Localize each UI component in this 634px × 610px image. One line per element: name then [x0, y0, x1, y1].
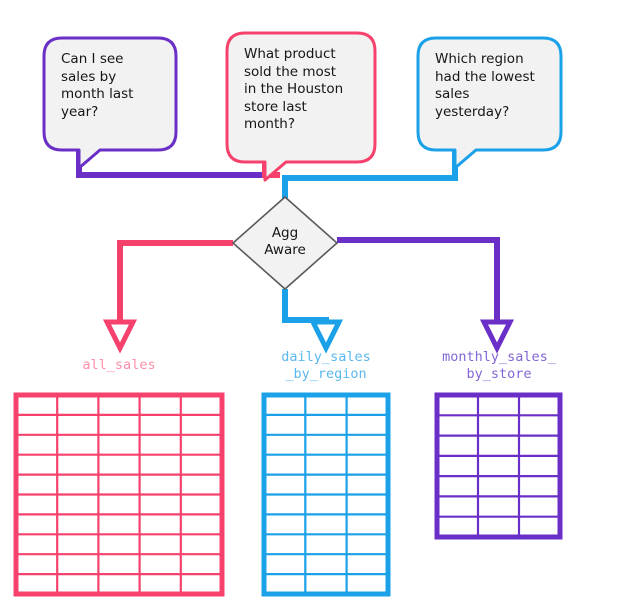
- bubble-region-lowest: [416, 36, 563, 170]
- bubble-houston-product: [225, 31, 377, 182]
- bubble-region-lowest-label: Which region had the lowest sales yester…: [435, 51, 535, 120]
- bubble-houston-product-text: What product sold the most in the Housto…: [244, 46, 344, 132]
- bubble-month-sales: [42, 36, 178, 170]
- bubble-region-lowest-text: Which region had the lowest sales yester…: [435, 51, 557, 121]
- connector-node-to-monthly-sales: [337, 237, 515, 354]
- connector-node-to-daily-sales: [282, 289, 344, 354]
- agg-aware-node-label: Agg Aware: [264, 225, 306, 258]
- table-all-sales-label: all_sales: [82, 357, 156, 373]
- arrowhead-all-sales: [102, 319, 138, 354]
- arrowhead-daily-sales: [308, 319, 344, 354]
- table-all-sales[interactable]: [13, 392, 225, 597]
- agg-aware-node[interactable]: [231, 195, 339, 291]
- connector-node-to-all-sales: [102, 240, 233, 354]
- table-monthly-sales-by-store-label: monthly_sales_ by_store: [442, 349, 556, 382]
- table-monthly-sales-by-store[interactable]: [434, 392, 563, 540]
- table-daily-sales-by-region[interactable]: [261, 392, 391, 597]
- table-daily-sales-by-region-label: daily_sales _by_region: [281, 349, 371, 382]
- bubble-month-sales-text: Can I see sales by month last year?: [61, 51, 134, 120]
- arrowhead-monthly-sales: [479, 319, 515, 354]
